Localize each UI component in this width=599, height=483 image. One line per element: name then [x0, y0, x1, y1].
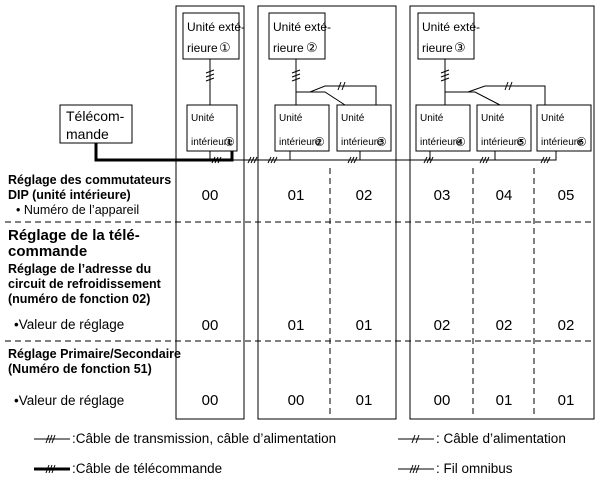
value-cell: 01 — [496, 392, 513, 409]
section-title: DIP (unité intérieure) — [8, 188, 131, 202]
indoor-unit-label: intérieure — [191, 137, 233, 148]
remote-label: mande — [66, 126, 109, 142]
indoor-unit-label: Unité — [420, 113, 444, 124]
indoor-unit-label: Unité — [191, 113, 215, 124]
indoor-unit-label: Unité — [481, 113, 505, 124]
legend-remote-cable: :Câble de télécommande — [34, 461, 222, 476]
section-item: •Valeur de réglage — [14, 317, 124, 332]
indoor-unit-5: Unité intérieure ⑤ — [476, 104, 532, 152]
unit-number: ③ — [454, 40, 466, 55]
unit-number: ① — [219, 40, 231, 55]
row-separators — [5, 221, 594, 342]
system-3-frame — [409, 5, 595, 420]
section-title: Réglage Primaire/Secondaire — [8, 347, 181, 361]
system-frames — [175, 5, 595, 420]
indoor-unit-label: Unité — [541, 113, 565, 124]
value-cell: 03 — [434, 187, 451, 204]
value-cell: 01 — [356, 392, 373, 409]
indoor-unit-label: intérieure — [420, 137, 462, 148]
unit-number: ⑤ — [516, 135, 527, 149]
outdoor-unit-3: Unité exté- rieure ③ — [417, 12, 480, 60]
value-cell: 02 — [558, 317, 575, 334]
section-item: •Valeur de réglage — [14, 393, 124, 408]
section-subtitle: circuit de refroidissement — [8, 277, 162, 291]
section-title: Réglage de la télé- — [8, 227, 140, 244]
section-primary-secondary: Réglage Primaire/Secondaire (Numéro de f… — [8, 347, 574, 409]
remote-label: Télécom- — [66, 108, 125, 124]
value-cell: 01 — [356, 317, 373, 334]
column-separators — [329, 168, 535, 414]
unit-number: ③ — [376, 135, 387, 149]
system-2-frame — [257, 5, 397, 420]
system-1-frame — [175, 5, 245, 420]
remote-cable — [94, 143, 234, 162]
section-dip: Réglage des commutateurs DIP (unité inté… — [8, 173, 574, 217]
legend-power: : Câble d’alimentation — [398, 431, 566, 446]
outdoor-unit-label: Unité exté- — [273, 20, 331, 34]
power-cables — [209, 59, 546, 106]
unit-number: ① — [224, 135, 235, 149]
indoor-unit-1: Unité intérieure ① — [186, 104, 238, 152]
indoor-unit-label: Unité — [279, 113, 303, 124]
value-cell: 00 — [202, 317, 219, 334]
value-cell: 00 — [288, 392, 305, 409]
value-cell: 01 — [288, 317, 305, 334]
section-title: Réglage des commutateurs — [8, 173, 171, 187]
unit-number: ④ — [455, 135, 466, 149]
value-cell: 02 — [356, 187, 373, 204]
unit-number: ⑥ — [576, 135, 587, 149]
section-title: (Numéro de fonction 51) — [8, 362, 152, 376]
legend-label: : Câble d’alimentation — [436, 431, 566, 446]
indoor-unit-3: Unité intérieure ③ — [336, 104, 392, 152]
legend-label: : Fil omnibus — [436, 461, 513, 476]
indoor-unit-2: Unité intérieure ② — [274, 104, 330, 152]
indoor-unit-label: Unité — [341, 113, 365, 124]
value-cell: 01 — [558, 392, 575, 409]
outdoor-unit-label: Unité exté- — [422, 20, 480, 34]
outdoor-unit-label: rieure — [422, 41, 453, 55]
section-remote-setting: Réglage de la télé- commande Réglage de … — [8, 227, 574, 334]
value-cell: 00 — [202, 392, 219, 409]
indoor-unit-6: Unité intérieure ⑥ — [536, 104, 592, 152]
remote-controller: Télécom- mande — [59, 104, 133, 144]
section-subtitle: Réglage de l’adresse du — [8, 262, 151, 276]
legend-transmission-power: :Câble de transmission, câble d’alimenta… — [34, 431, 336, 446]
section-item: • Numéro de l’appareil — [16, 203, 139, 217]
indoor-unit-label: intérieure — [279, 137, 321, 148]
unit-number: ② — [306, 40, 318, 55]
value-cell: 02 — [496, 317, 513, 334]
legend-label: :Câble de transmission, câble d’alimenta… — [72, 431, 336, 446]
legend-label: :Câble de télécommande — [72, 461, 222, 476]
value-cell: 02 — [434, 317, 451, 334]
legend: :Câble de transmission, câble d’alimenta… — [34, 431, 566, 476]
value-cell: 00 — [434, 392, 451, 409]
value-cell: 04 — [496, 187, 513, 204]
bus-line — [209, 151, 557, 161]
indoor-unit-label: intérieure — [541, 137, 583, 148]
indoor-unit-label: intérieure — [341, 137, 383, 148]
legend-bus: : Fil omnibus — [398, 461, 513, 476]
outdoor-unit-2: Unité exté- rieure ② — [268, 12, 331, 60]
section-title: commande — [8, 243, 87, 260]
bus-line-marks — [211, 156, 551, 164]
indoor-unit-4: Unité intérieure ④ — [415, 104, 471, 152]
value-cell: 05 — [558, 187, 575, 204]
value-cell: 00 — [202, 187, 219, 204]
outdoor-unit-label: Unité exté- — [187, 20, 245, 34]
unit-number: ② — [314, 135, 325, 149]
power-cable-marks — [205, 69, 513, 91]
outdoor-unit-1: Unité exté- rieure ① — [182, 12, 245, 60]
value-cell: 01 — [288, 187, 305, 204]
section-subtitle: (numéro de fonction 02) — [8, 292, 150, 306]
outdoor-unit-label: rieure — [273, 41, 304, 55]
indoor-unit-label: intérieure — [481, 137, 523, 148]
outdoor-unit-label: rieure — [187, 41, 218, 55]
